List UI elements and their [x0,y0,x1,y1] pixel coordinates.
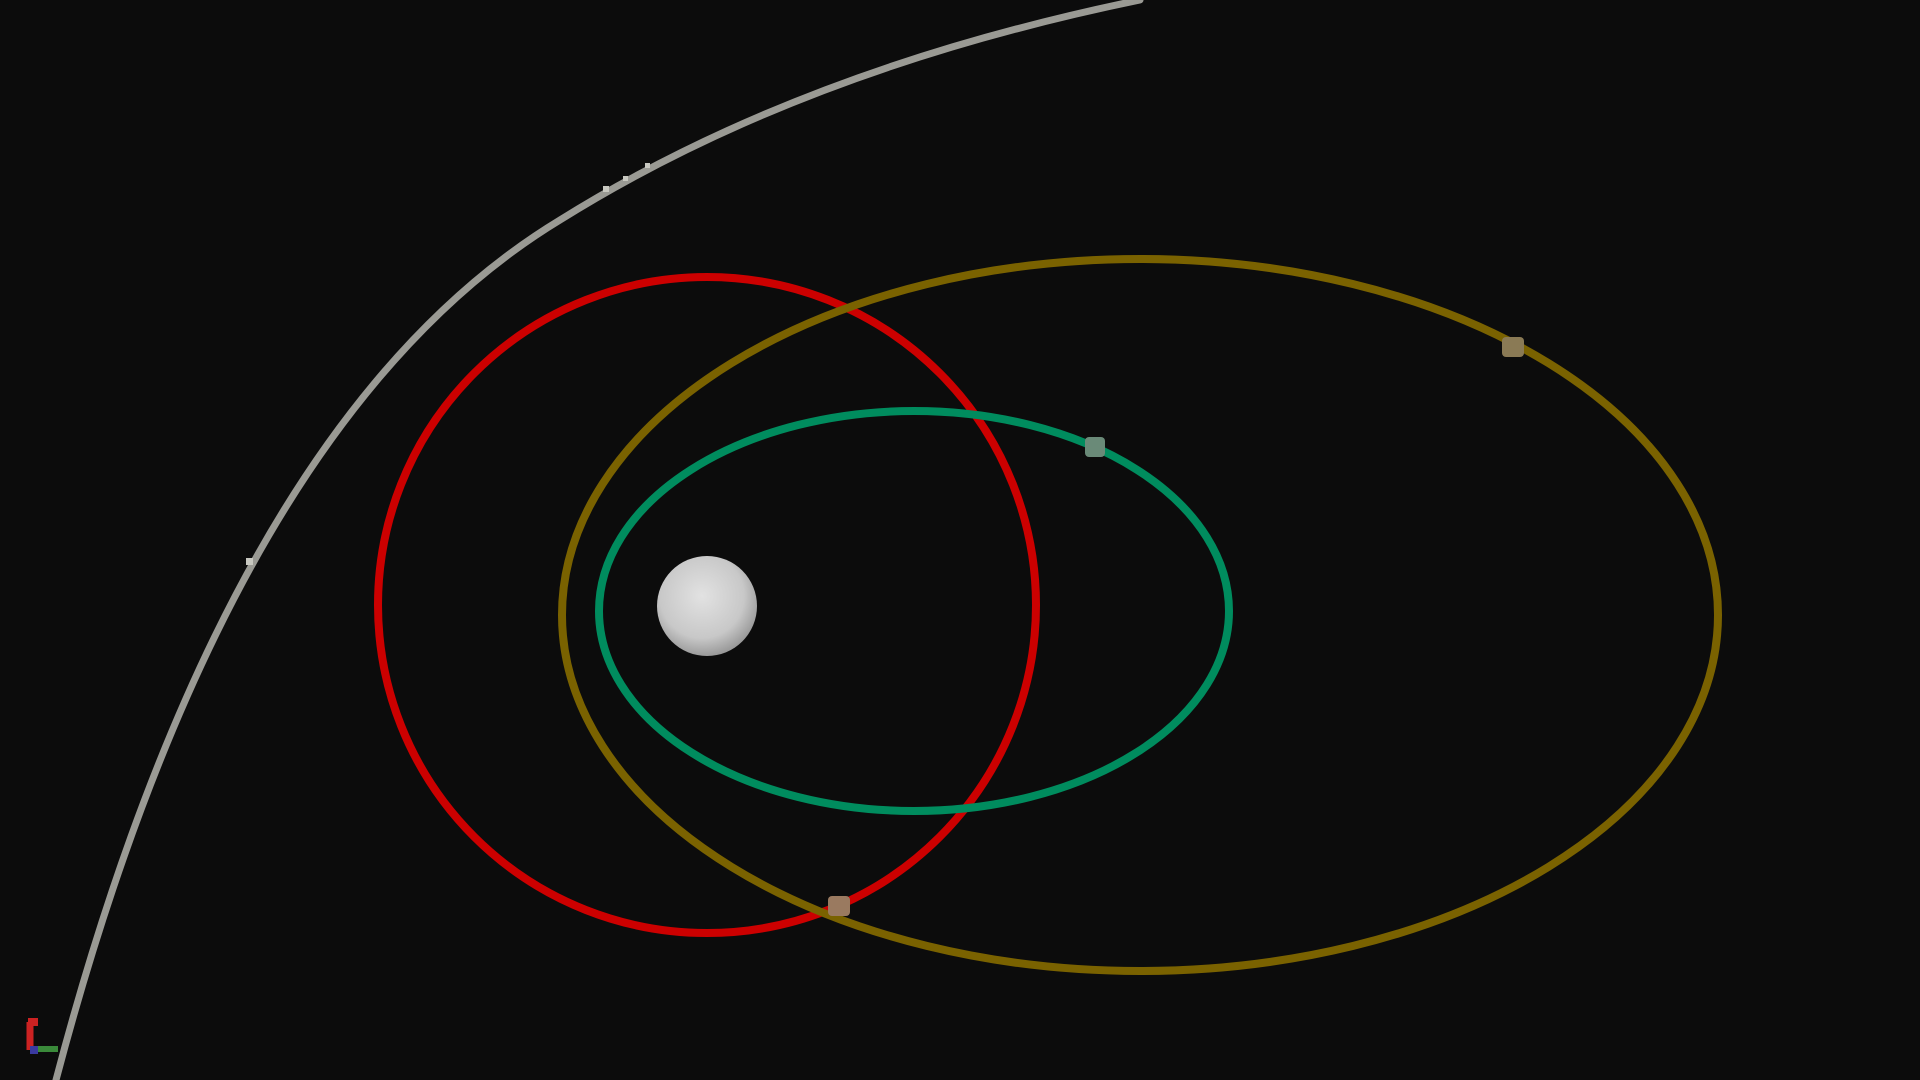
trajectory-dot [603,186,609,192]
trajectory-debris-dots [246,163,650,565]
spacecraft-marker[interactable] [1085,437,1105,457]
gold-orbit-ring[interactable] [558,255,1722,975]
green-orbit-ring[interactable] [595,407,1233,815]
spacecraft-marker[interactable] [1502,337,1524,357]
trajectory-dot [645,163,650,168]
trajectory-dot [623,176,628,181]
axis-z-stub [30,1046,38,1054]
red-orbit-ring[interactable] [374,273,1040,937]
axis-y-tip [28,1018,38,1026]
trajectory-dot [246,558,253,565]
spacecraft-marker[interactable] [828,896,850,916]
central-planet[interactable] [657,556,757,656]
hyperbolic-trajectory-line[interactable] [52,0,1144,1080]
axis-gizmo [26,1018,58,1054]
